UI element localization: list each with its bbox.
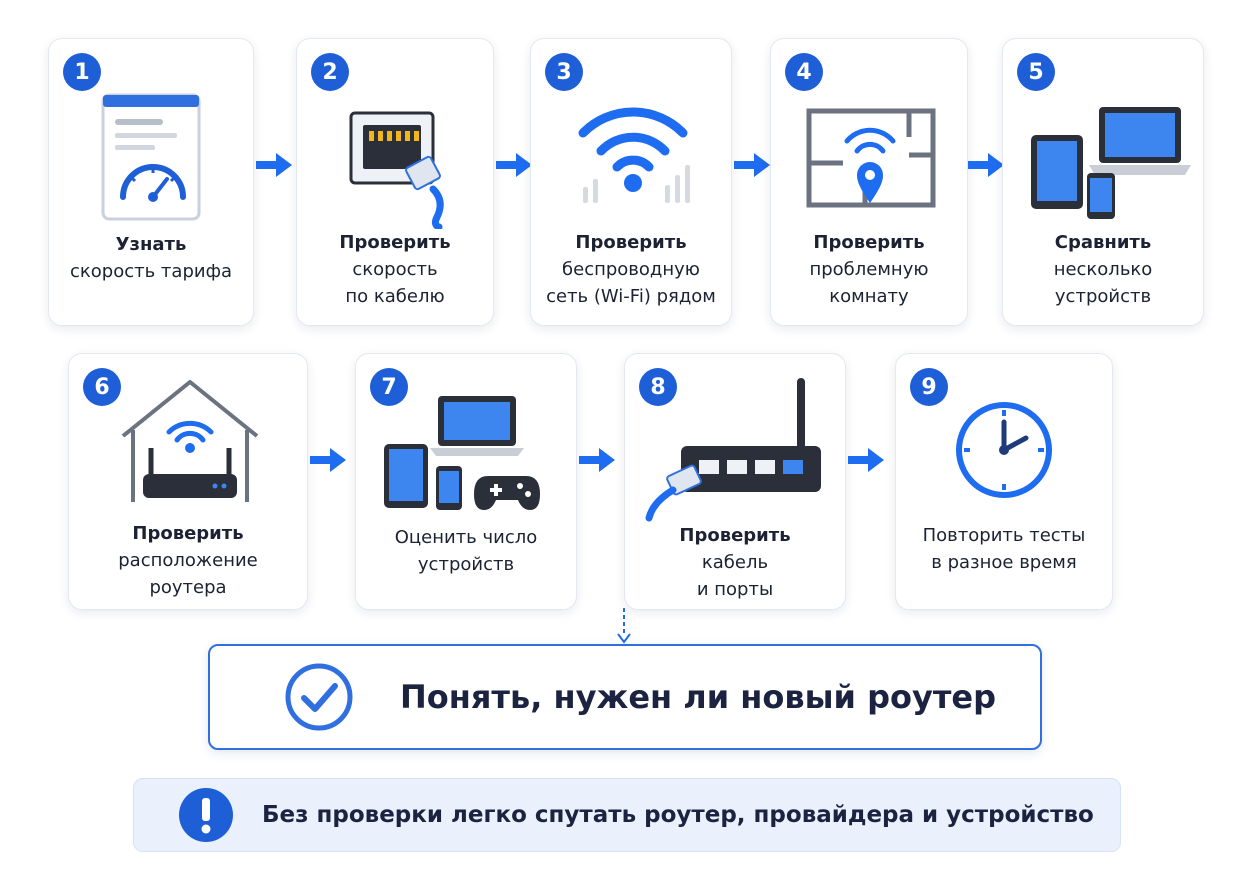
step-label: Оценить число устройств: [394, 527, 538, 575]
step-card-1: 1 Узнать скорость тарифа: [48, 38, 254, 326]
arrow-right-icon: [848, 448, 884, 472]
arrow-right-icon: [496, 153, 532, 177]
floorplan-location-icon: [806, 108, 936, 208]
note-text: Без проверки легко спутать роутер, прова…: [262, 802, 1094, 828]
step-card-9: 9 Повторить тесты в разное время: [895, 353, 1113, 610]
step-number-badge: 8: [639, 368, 677, 406]
step-label: Проверить расположение роутера: [118, 523, 258, 598]
home-router-icon: [121, 380, 259, 502]
step-number-badge: 3: [545, 53, 583, 91]
exclamation-icon: [179, 788, 233, 842]
dashed-arrow-down-icon: [617, 608, 631, 644]
step-number-badge: 1: [63, 53, 101, 91]
warning-note: Без проверки легко спутать роутер, прова…: [133, 778, 1121, 852]
step-card-7: 7 Оценить число устройств: [355, 353, 577, 610]
step-number-badge: 2: [311, 53, 349, 91]
arrow-right-icon: [734, 153, 770, 177]
result-box: Понять, нужен ли новый роутер: [208, 644, 1042, 750]
step-number-badge: 5: [1017, 53, 1055, 91]
step-number-badge: 7: [370, 368, 408, 406]
step-card-5: 5 Сравнить несколько устройств: [1002, 38, 1204, 326]
step-label: Проверить беспроводную сеть (Wi-Fi) рядо…: [546, 232, 716, 307]
step-label: Узнать скорость тарифа: [70, 234, 232, 282]
result-text: Понять, нужен ли новый роутер: [400, 678, 997, 716]
step-label: Сравнить несколько устройств: [1053, 232, 1153, 307]
arrow-right-icon: [579, 448, 615, 472]
step-label: Проверить скорость по кабелю: [339, 232, 451, 307]
step-card-8: 8 Проверить кабель и порты: [624, 353, 846, 610]
step-number-badge: 4: [785, 53, 823, 91]
router-ports-icon: [645, 378, 821, 522]
check-circle-icon: [285, 663, 353, 731]
step-label: Проверить кабель и порты: [679, 525, 791, 600]
arrow-right-icon: [968, 153, 1004, 177]
speedometer-document-icon: [101, 93, 201, 221]
arrow-right-icon: [256, 153, 292, 177]
wifi-signal-icon: [578, 107, 690, 203]
step-number-badge: 9: [910, 368, 948, 406]
arrow-right-icon: [310, 448, 346, 472]
ethernet-port-icon: [349, 111, 444, 229]
step-label: Проверить проблемную комнату: [809, 232, 929, 307]
step-card-2: 2 Проверить скорость по кабелю: [296, 38, 494, 326]
step-card-4: 4 Проверить проблемную комнату: [770, 38, 968, 326]
multiple-devices-icon: [384, 396, 540, 510]
step-card-6: 6 Проверить расположение роутера: [68, 353, 308, 610]
clock-icon: [956, 402, 1052, 498]
step-number-badge: 6: [83, 368, 121, 406]
step-card-3: 3 Проверить беспроводную сеть (Wi-Fi) ря…: [530, 38, 732, 326]
step-label: Повторить тесты в разное время: [922, 525, 1086, 573]
devices-icon: [1031, 107, 1191, 219]
